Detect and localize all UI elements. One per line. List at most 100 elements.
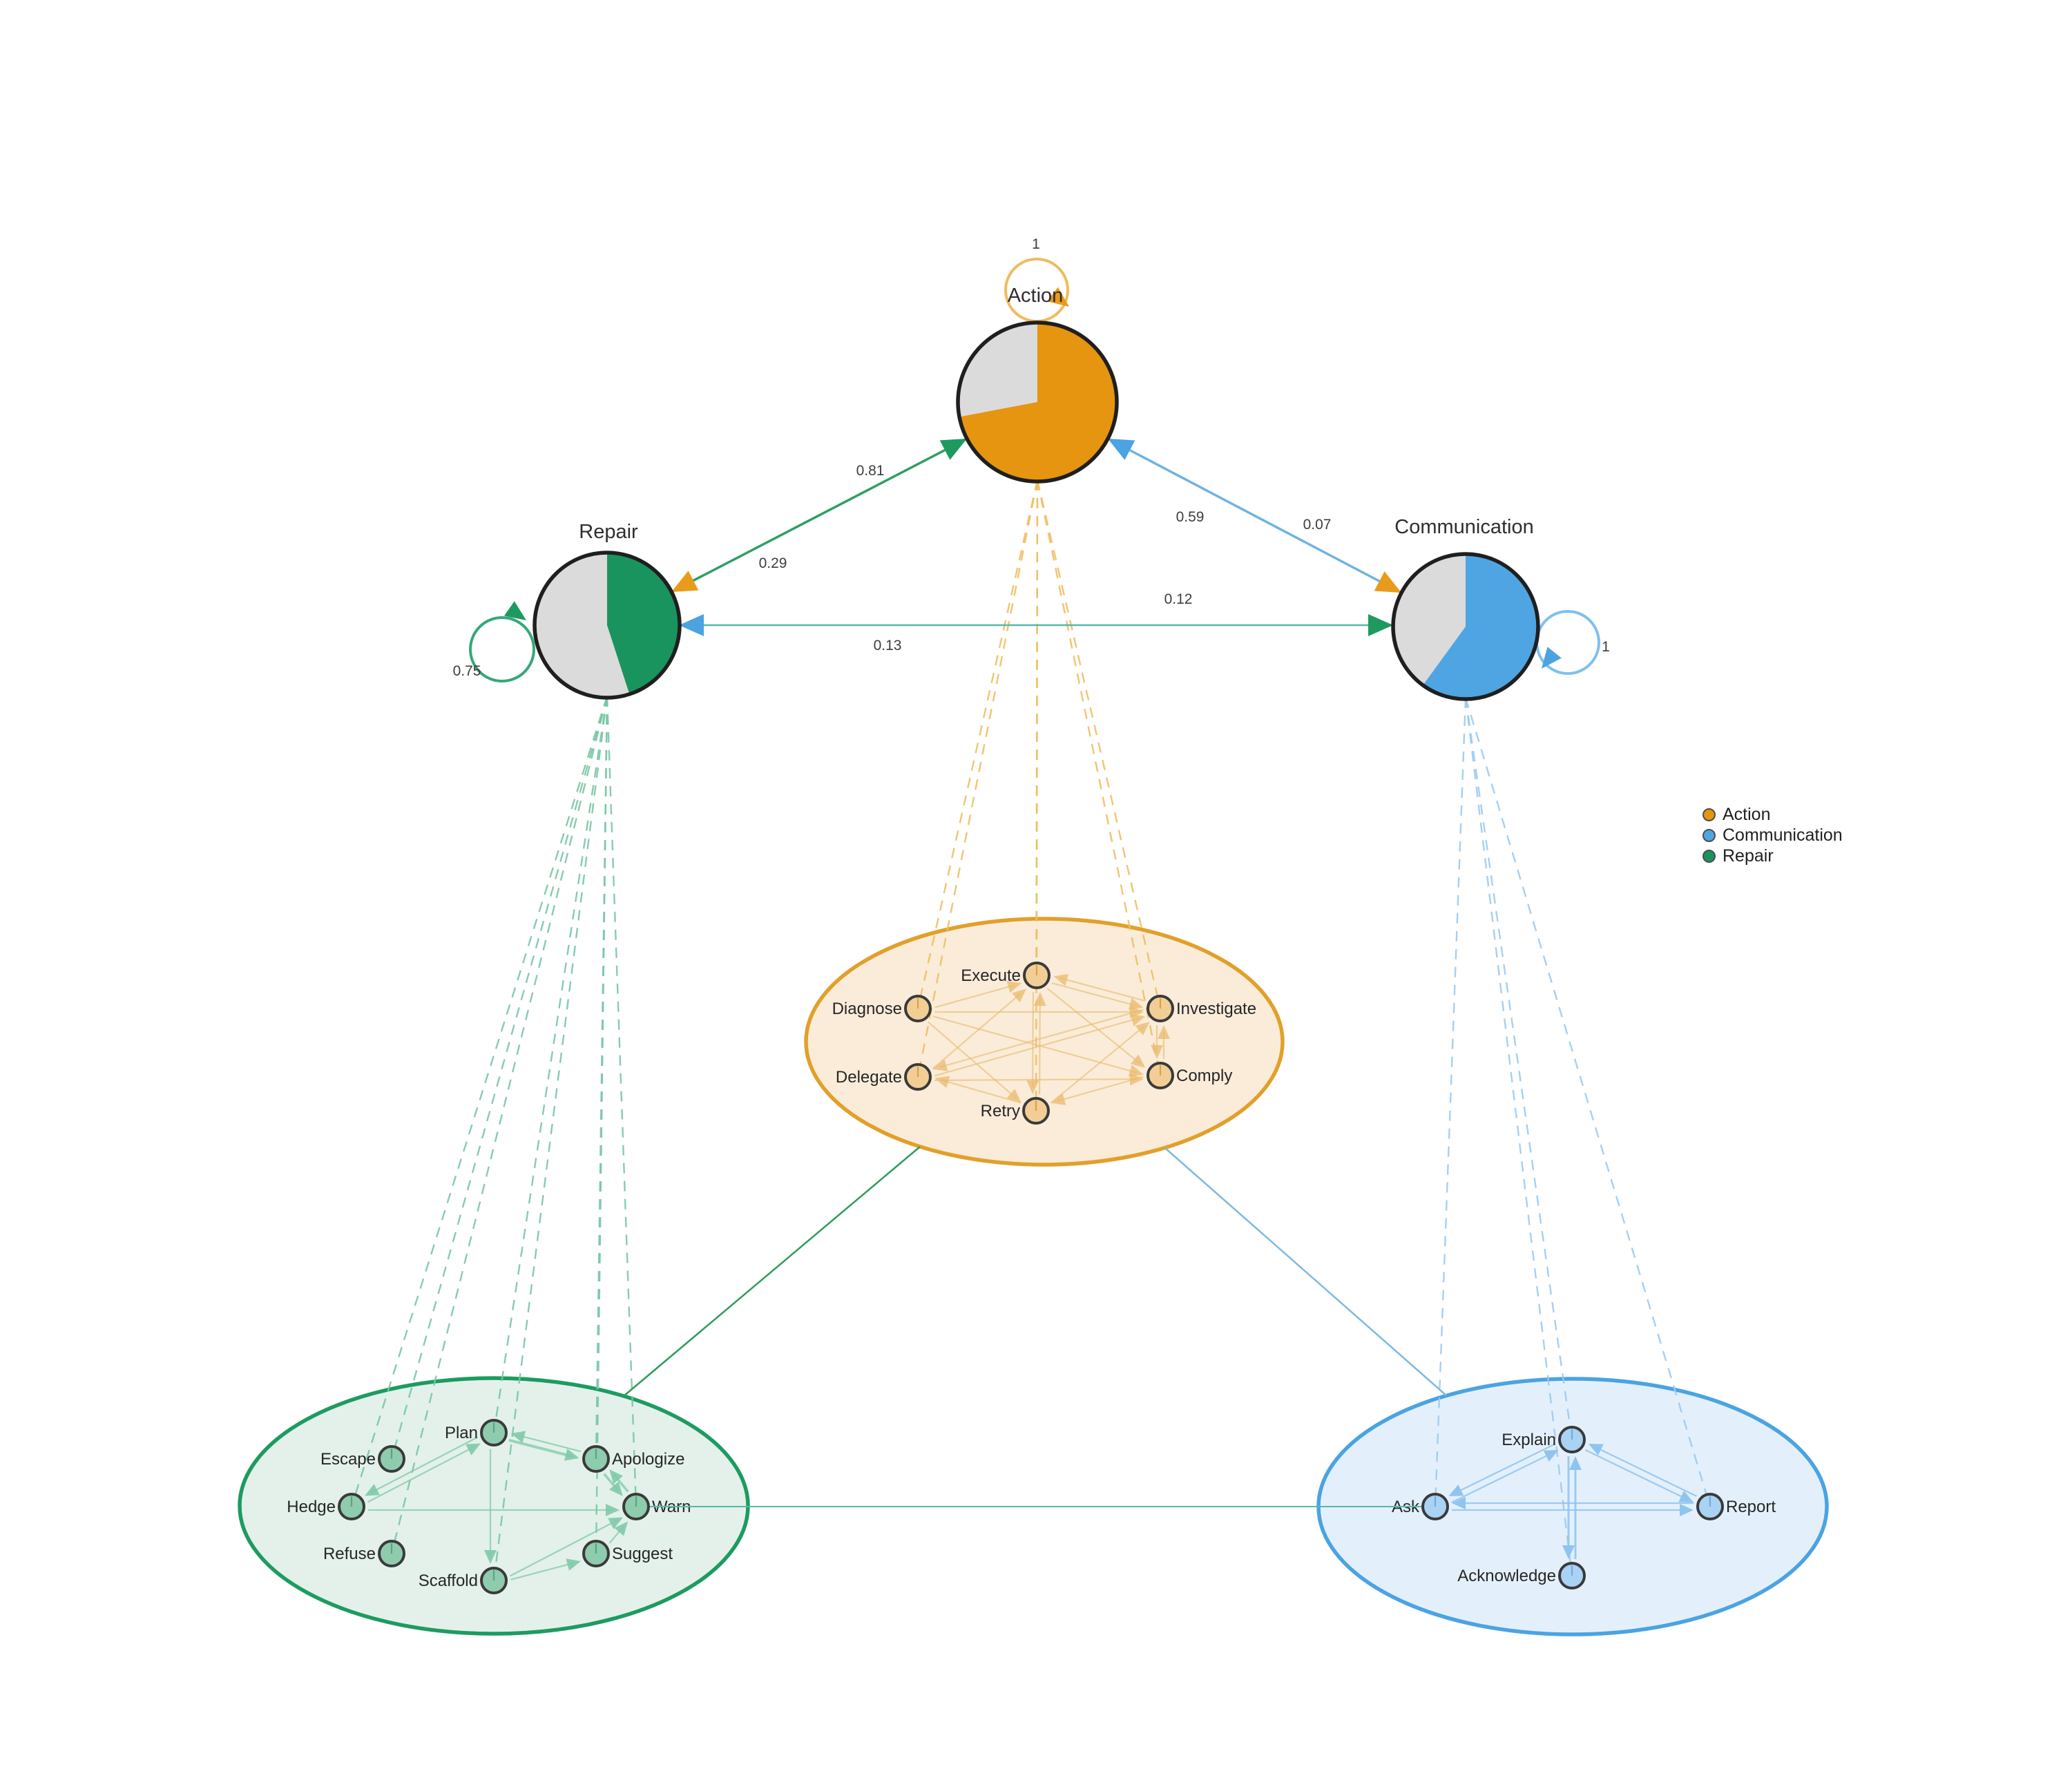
subedge-hedge-plan bbox=[367, 1446, 475, 1503]
hierarchy-link-repair-refuse bbox=[393, 696, 608, 1545]
legend-item-communication[interactable]: Communication bbox=[1702, 825, 1843, 846]
subnode-investigate[interactable]: Investigate bbox=[1147, 995, 1256, 1022]
subnode-delegate[interactable]: Delegate bbox=[836, 1063, 932, 1091]
subedge-explain-report bbox=[1584, 1449, 1688, 1500]
state-pie-slice-repair bbox=[607, 553, 680, 694]
subedge-arrow-scaffold-warn bbox=[608, 1517, 624, 1529]
subnode-label-plan: Plan bbox=[445, 1424, 478, 1442]
subedge-diagnose-execute bbox=[934, 984, 1015, 1009]
subedge-arrow-suggest-warn bbox=[614, 1521, 629, 1536]
hierarchy-link-repair-hedge bbox=[354, 696, 608, 1498]
self-loop-communication: 1 bbox=[1535, 610, 1610, 675]
self-loop-probability-action: 1 bbox=[1032, 236, 1040, 252]
subedge-arrow-diagnose-execute bbox=[1006, 980, 1022, 993]
subedge-arrow-diagnose-comply bbox=[1128, 1064, 1144, 1077]
legend-item-action[interactable]: Action bbox=[1702, 804, 1843, 825]
subedge-explain-ask bbox=[1454, 1443, 1556, 1494]
state-node-action[interactable]: Action bbox=[956, 285, 1119, 484]
subedge-delegate-execute bbox=[932, 993, 1022, 1070]
subedge-arrow-comply-retry bbox=[1051, 1093, 1066, 1105]
transition-probability-repair-communication: 0.12 bbox=[1164, 591, 1193, 607]
subnode-suggest[interactable]: Suggest bbox=[582, 1540, 673, 1567]
transition-arrow-action-communication bbox=[1374, 571, 1401, 593]
subnode-label-refuse: Refuse bbox=[323, 1545, 376, 1563]
subedge-arrow-explain-acknowledge bbox=[1562, 1545, 1575, 1559]
subnode-scaffold[interactable]: Scaffold bbox=[419, 1567, 508, 1594]
hierarchy-link-action-comply bbox=[1036, 479, 1160, 1067]
subnode-comply[interactable]: Comply bbox=[1147, 1062, 1232, 1089]
subedge-plan-hedge bbox=[370, 1436, 478, 1493]
subedge-arrow-hedge-warn bbox=[606, 1504, 620, 1516]
subnode-explain[interactable]: Explain bbox=[1502, 1426, 1586, 1453]
legend-label-repair: Repair bbox=[1723, 846, 1774, 866]
subedge-arrow-apologize-plan bbox=[510, 1431, 526, 1443]
transition-communication-to-repair: 0.13 bbox=[679, 614, 901, 653]
hierarchy-link-communication-acknowledge bbox=[1464, 697, 1572, 1567]
subnode-execute[interactable]: Execute bbox=[961, 962, 1051, 989]
subedge-arrow-execute-investigate bbox=[1128, 997, 1144, 1011]
state-title-action: Action bbox=[1008, 285, 1064, 307]
legend-item-repair[interactable]: Repair bbox=[1702, 846, 1843, 866]
hierarchy-link-repair-scaffold bbox=[494, 696, 608, 1572]
subedge-arrow-plan-hedge bbox=[364, 1484, 380, 1496]
subnode-label-apologize: Apologize bbox=[612, 1450, 684, 1469]
subedge-arrow-report-ask bbox=[1452, 1497, 1466, 1509]
subedge-comply-retry bbox=[1057, 1076, 1144, 1102]
transition-line-communication-action bbox=[1107, 437, 1402, 594]
state-pie-slice-action bbox=[959, 323, 1117, 481]
legend-label-communication: Communication bbox=[1723, 825, 1843, 845]
subedge-arrow-comply-investigate bbox=[1158, 1025, 1170, 1039]
subnode-label-execute: Execute bbox=[961, 966, 1021, 985]
subnode-plan[interactable]: Plan bbox=[445, 1419, 508, 1446]
subnode-label-delegate: Delegate bbox=[836, 1068, 902, 1087]
subedge-investigate-execute bbox=[1059, 977, 1146, 1002]
hierarchy-link-repair-suggest bbox=[595, 696, 608, 1545]
self-loop-arc-repair bbox=[469, 616, 535, 682]
subnode-label-scaffold: Scaffold bbox=[419, 1572, 478, 1590]
subedge-arrow-ask-explain bbox=[1543, 1450, 1559, 1462]
legend-dot-communication bbox=[1702, 828, 1716, 842]
subnode-diagnose[interactable]: Diagnose bbox=[832, 995, 932, 1022]
subedge-diagnose-retry bbox=[928, 1021, 1017, 1099]
state-node-repair[interactable]: Repair bbox=[533, 521, 682, 700]
subnode-label-hedge: Hedge bbox=[287, 1498, 336, 1516]
transition-probability-communication-repair: 0.13 bbox=[874, 638, 902, 653]
subnode-report[interactable]: Report bbox=[1696, 1493, 1776, 1520]
self-loop-repair: 0.75 bbox=[453, 601, 535, 682]
self-loop-probability-communication: 1 bbox=[1602, 639, 1610, 655]
transition-communication-to-action: 0.59 bbox=[1107, 437, 1402, 594]
subedge-arrow-apologize-warn bbox=[608, 1481, 623, 1496]
subedge-retry-investigate bbox=[1051, 1025, 1145, 1104]
subedge-scaffold-warn bbox=[510, 1520, 617, 1577]
subnode-refuse[interactable]: Refuse bbox=[323, 1540, 405, 1567]
subedge-arrow-investigate-comply bbox=[1151, 1045, 1163, 1059]
subnode-retry[interactable]: Retry bbox=[981, 1097, 1050, 1125]
subedge-scaffold-suggest bbox=[510, 1562, 575, 1581]
subnode-escape[interactable]: Escape bbox=[320, 1445, 405, 1473]
subnode-acknowledge[interactable]: Acknowledge bbox=[1457, 1562, 1586, 1589]
transition-probability-action-communication: 0.07 bbox=[1303, 517, 1332, 533]
legend-dot-repair bbox=[1702, 849, 1716, 863]
subedge-arrow-execute-retry bbox=[1026, 1080, 1039, 1094]
transition-arrow-repair-communication bbox=[1368, 614, 1393, 636]
transition-arrow-communication-action bbox=[1108, 439, 1135, 460]
transition-arrow-repair-action bbox=[939, 439, 967, 460]
legend-label-action: Action bbox=[1723, 804, 1771, 824]
subedge-arrow-retry-investigate bbox=[1135, 1022, 1150, 1035]
subedge-delegate-investigate bbox=[934, 1017, 1139, 1077]
subnode-hedge[interactable]: Hedge bbox=[287, 1493, 365, 1520]
self-loop-arrow-communication bbox=[1542, 647, 1562, 669]
legend-dot-action bbox=[1702, 808, 1716, 821]
subnode-label-acknowledge: Acknowledge bbox=[1457, 1567, 1556, 1585]
state-node-communication[interactable]: Communication bbox=[1391, 516, 1540, 701]
cluster-ellipse-action-cluster bbox=[804, 917, 1285, 1167]
subnode-apologize[interactable]: Apologize bbox=[582, 1445, 684, 1473]
hierarchy-link-action-delegate bbox=[919, 479, 1039, 1068]
subedge-diagnose-comply bbox=[932, 1015, 1138, 1073]
transition-line-repair-action bbox=[671, 437, 968, 593]
state-title-repair: Repair bbox=[579, 521, 638, 543]
